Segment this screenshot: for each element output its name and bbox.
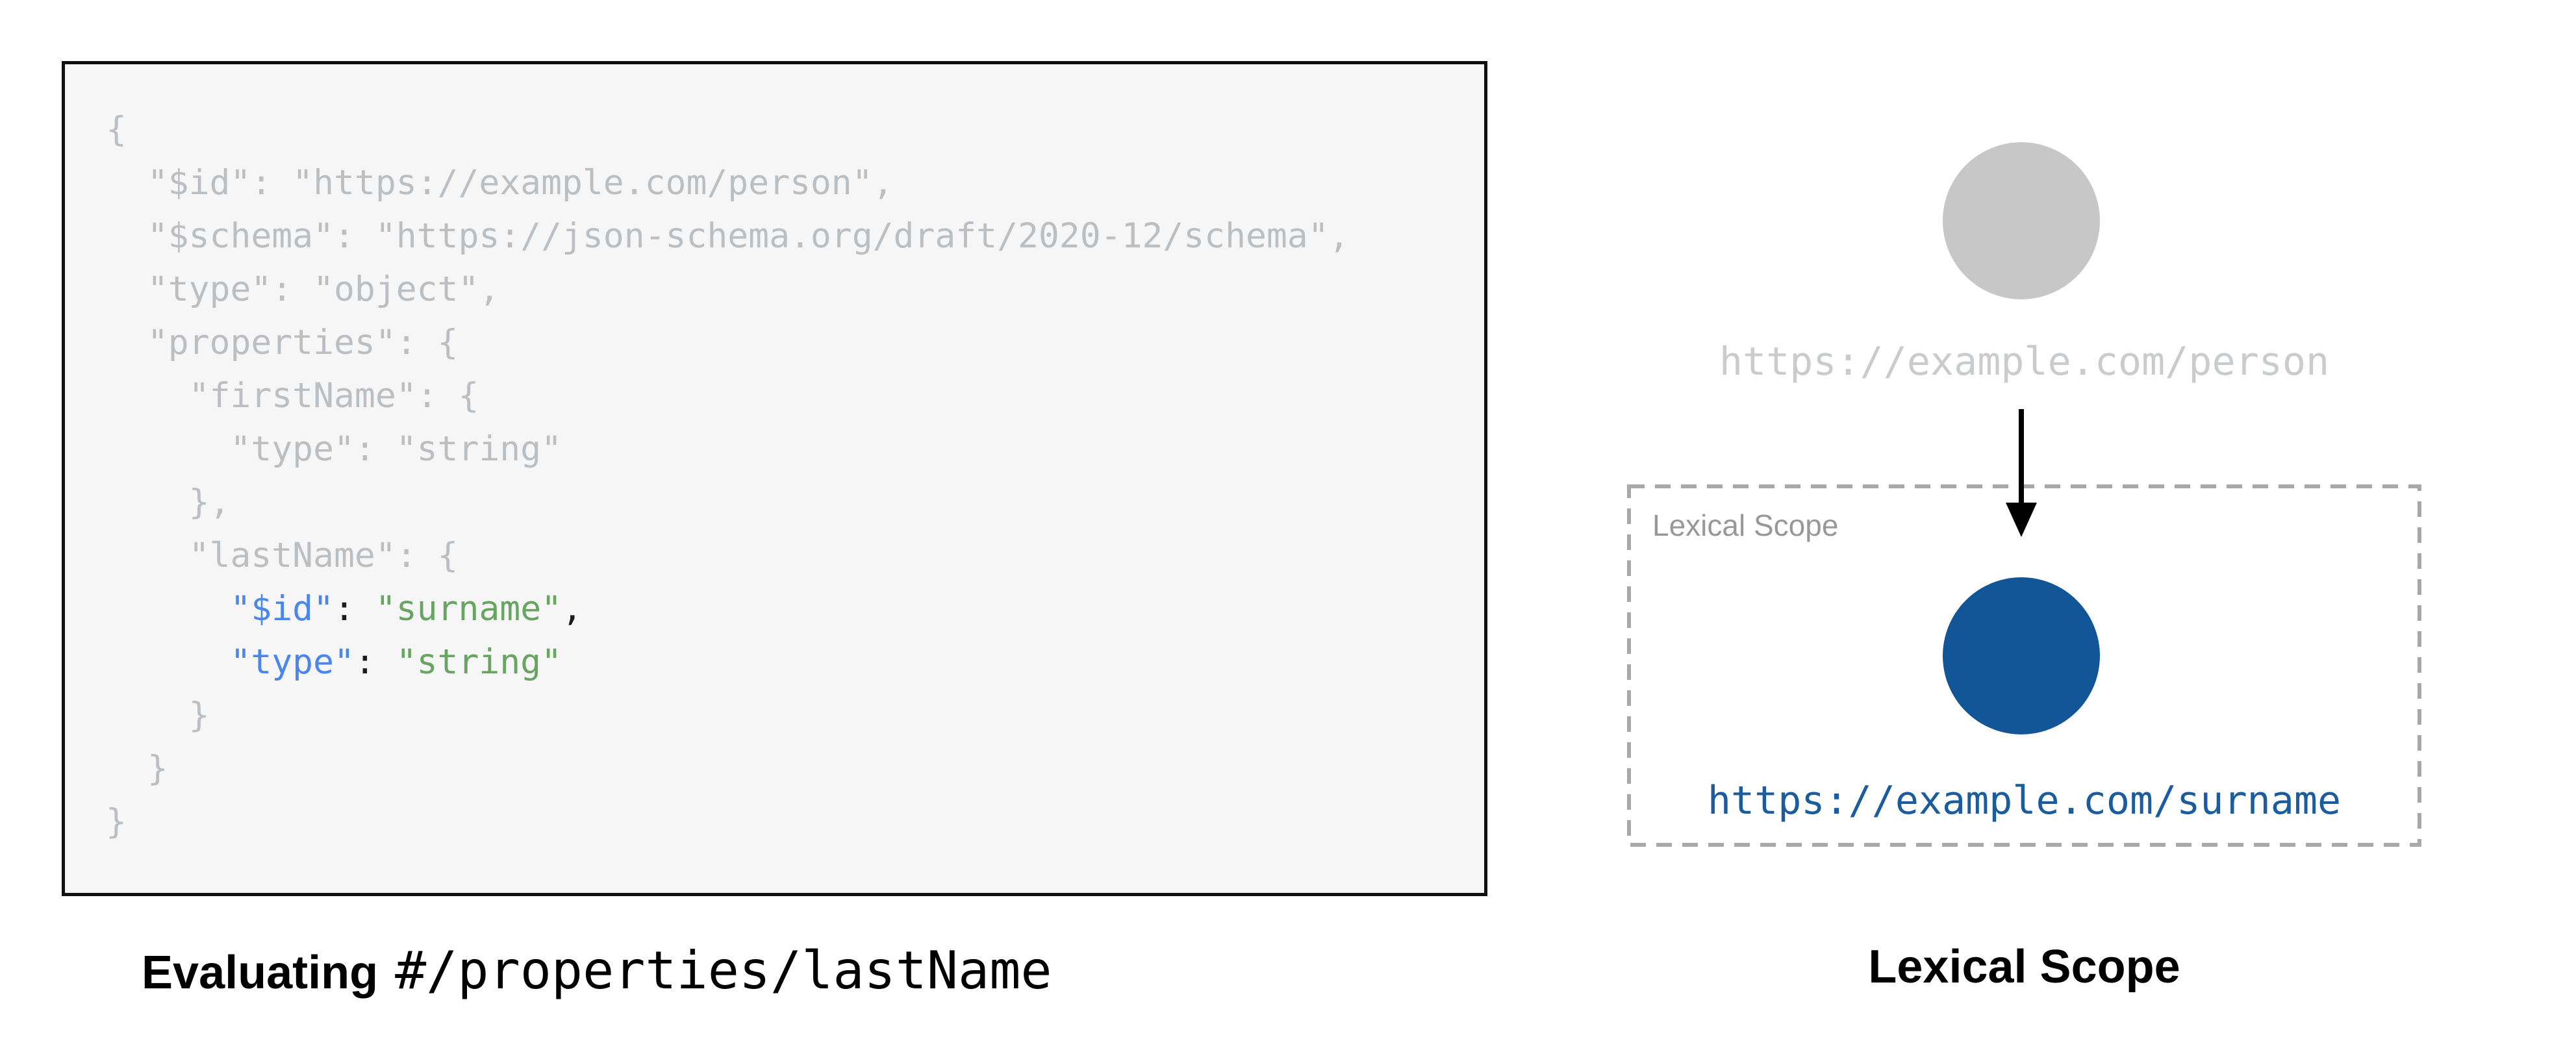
code-token: "surname" — [375, 589, 562, 629]
code-block: { "$id": "https://example.com/person", "… — [65, 64, 1484, 849]
code-line: "type": "string" — [106, 423, 1471, 476]
code-token — [106, 589, 230, 629]
code-line: } — [106, 689, 1471, 742]
code-token: } — [106, 802, 127, 842]
code-token: : — [354, 642, 396, 682]
code-token: "properties": { — [106, 323, 459, 362]
code-line: "$id": "https://example.com/person", — [106, 156, 1471, 210]
inner-node-url-label: https://example.com/surname — [1707, 778, 2342, 823]
code-token: "$id": "https://example.com/person", — [106, 163, 894, 203]
code-token: "$schema": "https://json-schema.org/draf… — [106, 216, 1350, 256]
left-figure-caption: Evaluating #/properties/lastName — [142, 940, 1052, 1001]
outer-node-url-label: https://example.com/person — [1719, 339, 2330, 384]
code-line: "lastName": { — [106, 529, 1471, 582]
code-line: "$schema": "https://json-schema.org/draf… — [106, 210, 1471, 263]
code-token: { — [106, 110, 127, 149]
code-line: "properties": { — [106, 316, 1471, 369]
code-line: } — [106, 795, 1471, 849]
lexical-scope-box-label: Lexical Scope — [1652, 508, 1839, 542]
caption-json-pointer: #/properties/lastName — [395, 940, 1052, 1001]
code-token: "lastName": { — [106, 536, 459, 575]
outer-schema-node — [1943, 142, 2100, 299]
code-token: "firstName": { — [106, 376, 479, 416]
code-token: "$id" — [230, 589, 334, 629]
code-token: "type": "object", — [106, 269, 500, 309]
code-line: }, — [106, 476, 1471, 529]
code-line: "firstName": { — [106, 369, 1471, 423]
caption-evaluating-label: Evaluating — [142, 947, 379, 999]
dashed-border — [1627, 484, 2421, 847]
lexical-scope-box — [1627, 484, 2421, 847]
code-token: , — [562, 589, 583, 629]
down-arrow-icon — [2003, 409, 2039, 539]
code-token: "type": "string" — [106, 429, 562, 469]
code-token: } — [106, 695, 210, 735]
code-line: "type": "object", — [106, 263, 1471, 316]
inner-schema-node — [1943, 577, 2100, 734]
code-line: } — [106, 742, 1471, 795]
code-line: "type": "string" — [106, 636, 1471, 689]
code-token: } — [106, 749, 168, 788]
right-figure-caption: Lexical Scope — [1868, 941, 2180, 993]
code-token: : — [334, 589, 375, 629]
json-schema-code-panel: { "$id": "https://example.com/person", "… — [62, 61, 1487, 896]
code-line: "$id": "surname", — [106, 582, 1471, 636]
code-line: { — [106, 103, 1471, 156]
code-token — [106, 642, 230, 682]
code-token: }, — [106, 482, 231, 522]
code-token: "string" — [396, 642, 562, 682]
code-token: "type" — [230, 642, 355, 682]
